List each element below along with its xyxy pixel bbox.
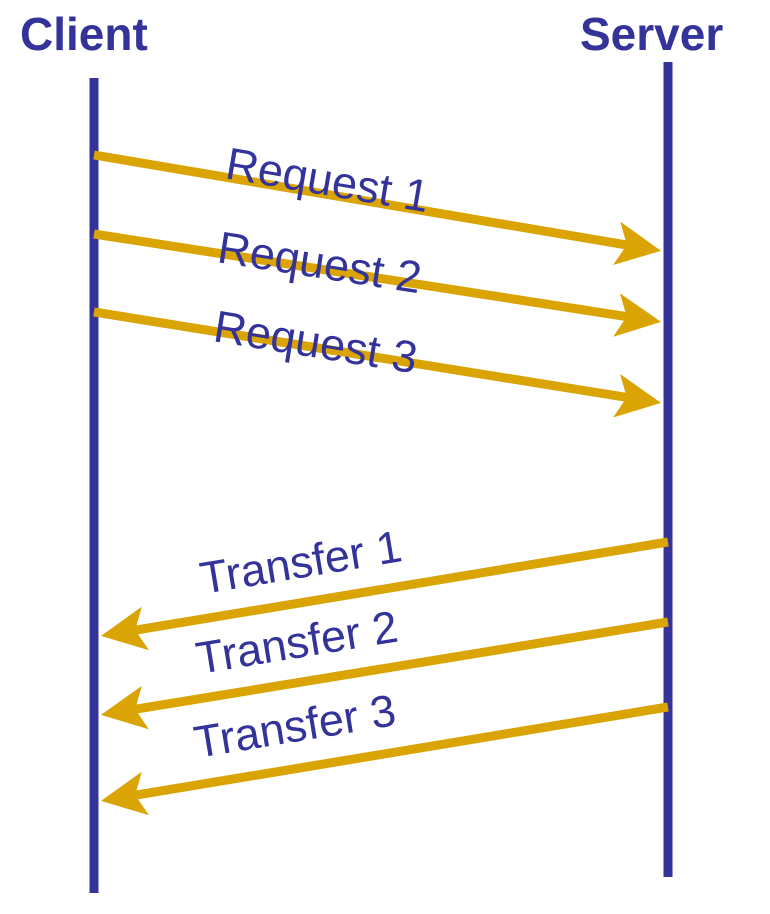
actor-label-client: Client — [20, 8, 148, 60]
actor-headers: Client Server — [20, 8, 723, 60]
message-arrow-request-1 — [93, 150, 661, 266]
message-arrow-transfer-2 — [101, 617, 669, 730]
message-arrow-request-2 — [93, 229, 661, 337]
lifelines — [89, 62, 673, 893]
message-arrow-transfer-1 — [101, 537, 669, 651]
message-label-request-1: Request 1 — [222, 138, 433, 222]
message-arrow-request-3 — [93, 307, 661, 418]
message-arrows — [93, 150, 669, 816]
message-arrow-transfer-3 — [101, 702, 669, 816]
message-label-request-3: Request 3 — [210, 301, 421, 384]
message-label-request-2: Request 2 — [214, 221, 425, 303]
actor-label-server: Server — [580, 8, 723, 60]
